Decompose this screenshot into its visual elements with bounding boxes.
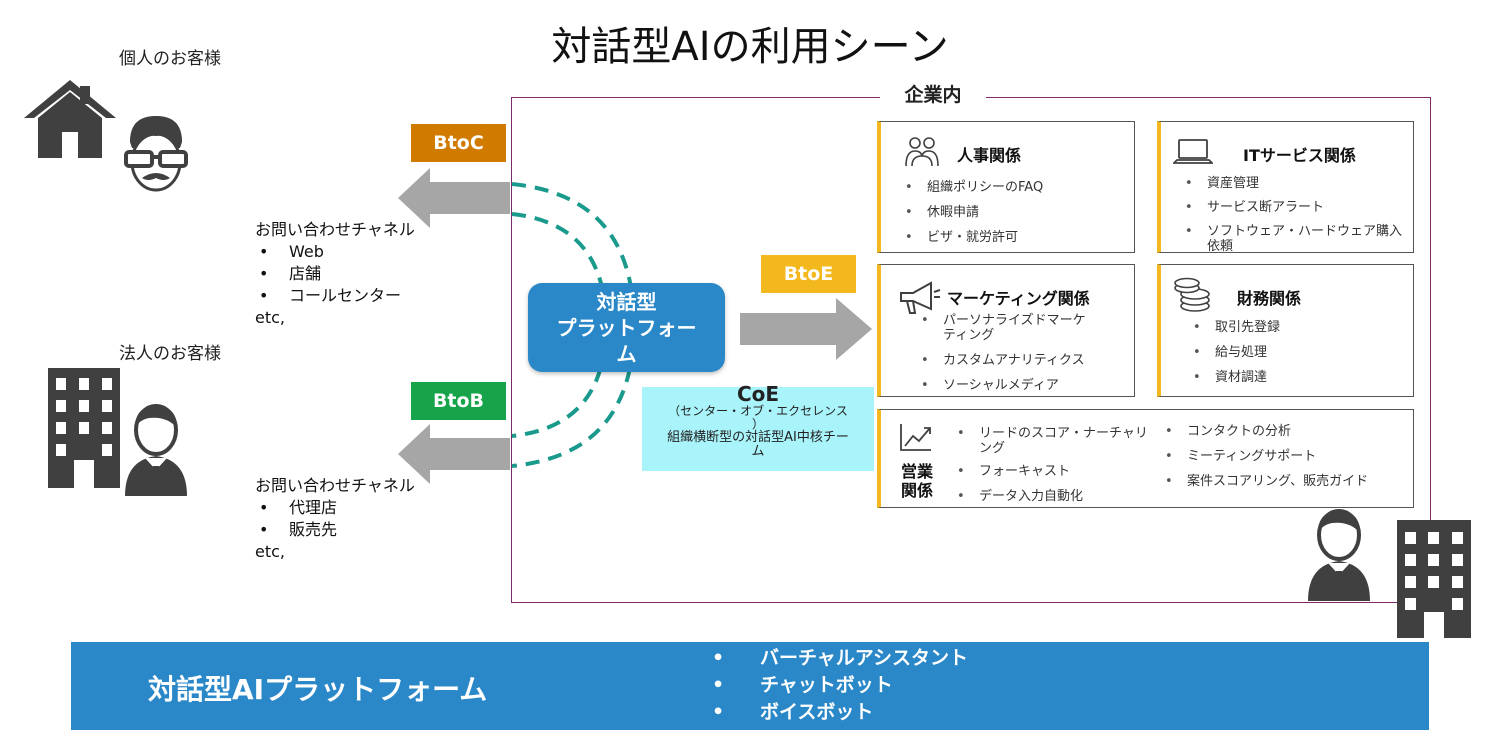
corporate-channels: お問い合わせチャネル 代理店 販売先 etc, (255, 475, 415, 563)
individual-channels-title: お問い合わせチャネル (255, 220, 415, 239)
channel-item: 販売先 (255, 519, 415, 541)
channel-item: 代理店 (255, 497, 415, 519)
company-building-icon (1397, 520, 1471, 638)
finance-card: 財務関係 取引先登録 給与処理 資材調達 (1157, 264, 1414, 397)
employee-person-icon (1308, 509, 1370, 601)
marketing-item: ソーシャルメディア (921, 378, 1093, 393)
individual-etc: etc, (255, 308, 285, 327)
marketing-card: マーケティング関係 パーソナライズドマーケティング カスタムアナリティクス ソー… (877, 264, 1135, 397)
btob-arrow (398, 424, 510, 484)
it-item: 資産管理 (1185, 176, 1407, 191)
corporate-customer-label: 法人のお客様 (119, 344, 221, 364)
it-title: ITサービス関係 (1243, 146, 1356, 165)
btoe-badge: BtoE (761, 255, 856, 293)
coe-subtitle: ） (751, 417, 764, 431)
hr-item: 組織ポリシーのFAQ (905, 180, 1043, 195)
coins-icon (1174, 277, 1210, 312)
marketing-item: パーソナライズドマーケティング (921, 313, 1093, 343)
sales-title-line: 営業 (901, 462, 934, 481)
platform-line: プラットフォー (556, 315, 697, 340)
bottom-platform-item: バーチャルアシスタント (712, 645, 968, 672)
megaphone-icon (900, 281, 941, 314)
office-building-icon (48, 368, 120, 488)
channel-item: Web (255, 241, 415, 263)
channel-item: 店舗 (255, 263, 415, 285)
coe-title: CoE (736, 382, 780, 406)
chart-icon (900, 424, 931, 451)
hr-title: 人事関係 (957, 146, 1022, 165)
bottom-platform-item: チャットボット (712, 672, 968, 699)
platform-line: ム (616, 341, 637, 366)
btoe-arrow (740, 298, 872, 360)
hr-card: 人事関係 組織ポリシーのFAQ 休暇申請 ビザ・就労許可 (877, 121, 1135, 253)
glasses-person-icon (124, 116, 188, 192)
marketing-title: マーケティング関係 (947, 289, 1090, 308)
btoc-arrow (398, 168, 510, 228)
corporate-etc: etc, (255, 542, 285, 561)
individual-customer-label: 個人のお客様 (119, 49, 221, 69)
coe-description: ム (751, 444, 765, 459)
btoc-badge: BtoC (411, 124, 506, 162)
sales-card: 営業 関係 リードのスコア・ナーチャリング フォーキャスト データ入力自動化 コ… (877, 409, 1414, 508)
sales-item: ミーティングサポート (1165, 449, 1412, 464)
enterprise-label: 企業内 (880, 80, 986, 110)
finance-item: 資材調達 (1193, 370, 1280, 385)
sales-item: データ入力自動化 (957, 489, 1149, 504)
sales-title-line: 関係 (901, 481, 934, 500)
it-item: ソフトウェア・ハードウェア購入依頼 (1185, 224, 1407, 254)
channel-item: コールセンター (255, 285, 415, 307)
corporate-channels-title: お問い合わせチャネル (255, 476, 415, 495)
it-card: ITサービス関係 資産管理 サービス断アラート ソフトウェア・ハードウェア購入依… (1157, 121, 1414, 254)
hr-item: ビザ・就労許可 (905, 230, 1043, 245)
hr-item: 休暇申請 (905, 205, 1043, 220)
sales-item: コンタクトの分析 (1165, 424, 1412, 439)
sales-item: 案件スコアリング、販売ガイド (1165, 474, 1412, 489)
finance-item: 給与処理 (1193, 345, 1280, 360)
house-icon (24, 80, 116, 158)
coe-subtitle: （センター・オブ・エクセレンス (668, 404, 848, 418)
marketing-item: カスタムアナリティクス (921, 353, 1093, 368)
sales-item: フォーキャスト (957, 464, 1149, 479)
platform-line: 対話型 (596, 289, 657, 314)
coe-box: CoE （センター・オブ・エクセレンス ） 組織横断型の対話型AI中核チー ム (642, 383, 874, 471)
sales-title: 営業 関係 (901, 462, 933, 500)
bottom-platform-list: バーチャルアシスタント チャットボット ボイスボット (712, 645, 968, 726)
people-icon (905, 137, 939, 167)
coe-description: 組織横断型の対話型AI中核チー (667, 430, 849, 445)
individual-channels: お問い合わせチャネル Web 店舗 コールセンター etc, (255, 219, 415, 329)
laptop-icon (1173, 139, 1213, 164)
finance-item: 取引先登録 (1193, 320, 1280, 335)
page-title: 対話型AIの利用シーン (551, 24, 949, 70)
it-item: サービス断アラート (1185, 200, 1407, 215)
bottom-platform-item: ボイスボット (712, 699, 968, 726)
business-person-icon (125, 404, 187, 496)
sales-item: リードのスコア・ナーチャリング (957, 426, 1149, 456)
dialog-platform-box: 対話型 プラットフォー ム (528, 283, 725, 372)
finance-title: 財務関係 (1237, 289, 1302, 308)
btob-badge: BtoB (411, 382, 506, 420)
bottom-platform-title: 対話型AIプラットフォーム (148, 673, 488, 706)
